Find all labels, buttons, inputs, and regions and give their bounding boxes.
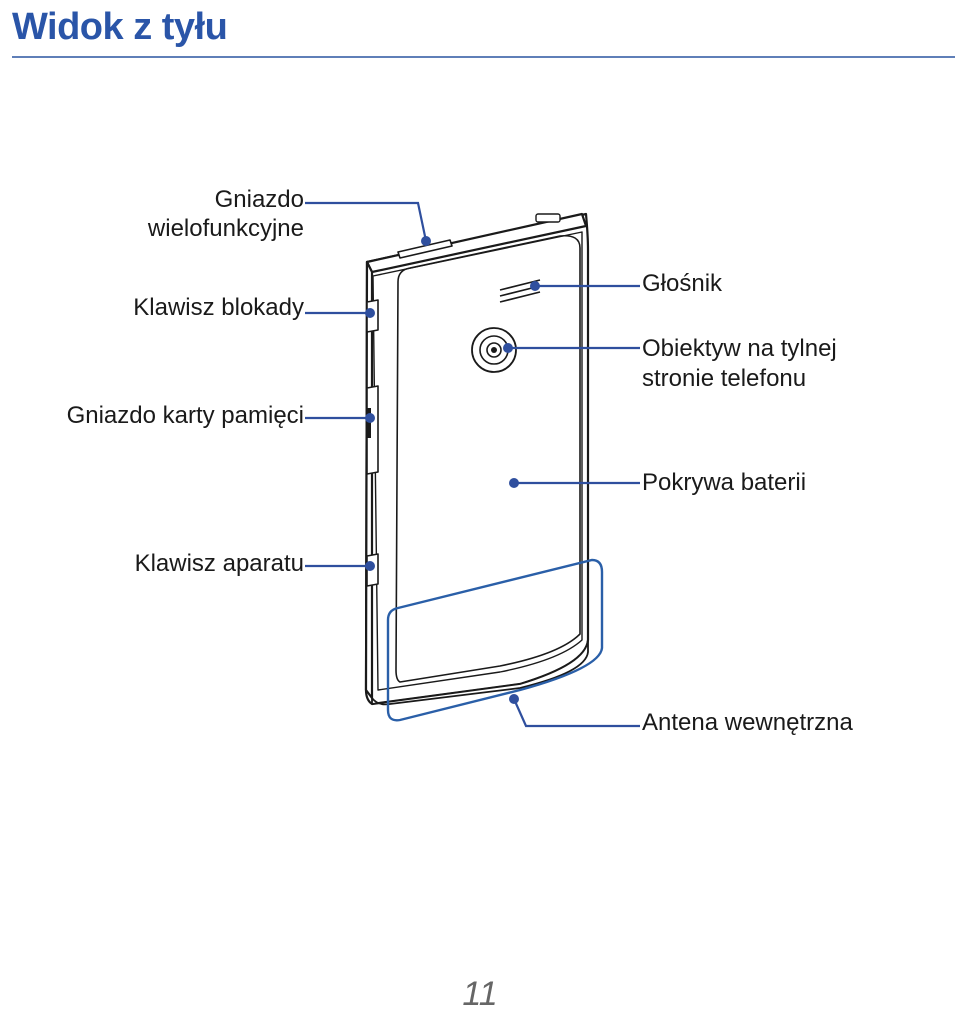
label-internal-antenna: Antena wewnętrzna — [642, 709, 853, 736]
strap-holder — [535, 213, 561, 223]
dot-memory-card — [365, 413, 375, 423]
dot-multi-jack — [421, 236, 431, 246]
memory-card-slot-notch — [366, 408, 371, 438]
label-rear-camera-line2: stronie telefonu — [642, 365, 807, 392]
phone-body-outline — [364, 212, 590, 706]
dot-battery-cover — [509, 478, 519, 488]
dot-speaker — [530, 281, 540, 291]
label-multi-jack-line2: wielofunkcyjne — [147, 215, 304, 242]
phone-bottom-edge — [371, 639, 589, 706]
label-rear-camera-line1: Obiektyw na tylnej — [642, 335, 837, 362]
label-memory-card-slot: Gniazdo karty pamięci — [66, 402, 304, 429]
internal-antenna-outline — [386, 558, 604, 722]
dot-rear-camera — [503, 343, 513, 353]
dot-antenna — [509, 694, 519, 704]
dot-lock-key — [365, 308, 375, 318]
phone-inner-panel — [372, 231, 583, 691]
label-camera-key: Klawisz aparatu — [134, 550, 304, 577]
callout-lines — [305, 201, 640, 728]
dot-camera-key — [365, 561, 375, 571]
multi-jack-port — [397, 239, 453, 259]
callout-antenna — [512, 698, 640, 728]
page-title: Widok z tyłu — [12, 6, 228, 48]
callout-dots — [365, 236, 540, 704]
label-speaker: Głośnik — [642, 270, 723, 297]
title-divider — [12, 56, 955, 58]
rear-camera-lens — [471, 327, 517, 373]
label-multi-jack-line1: Gniazdo — [214, 186, 304, 213]
label-lock-key: Klawisz blokady — [133, 294, 304, 321]
label-battery-cover: Pokrywa baterii — [642, 469, 807, 496]
callout-multi-jack — [305, 201, 428, 242]
battery-cover-panel — [395, 234, 581, 683]
page-number: 11 — [462, 975, 498, 1013]
phone-illustration — [364, 212, 590, 706]
